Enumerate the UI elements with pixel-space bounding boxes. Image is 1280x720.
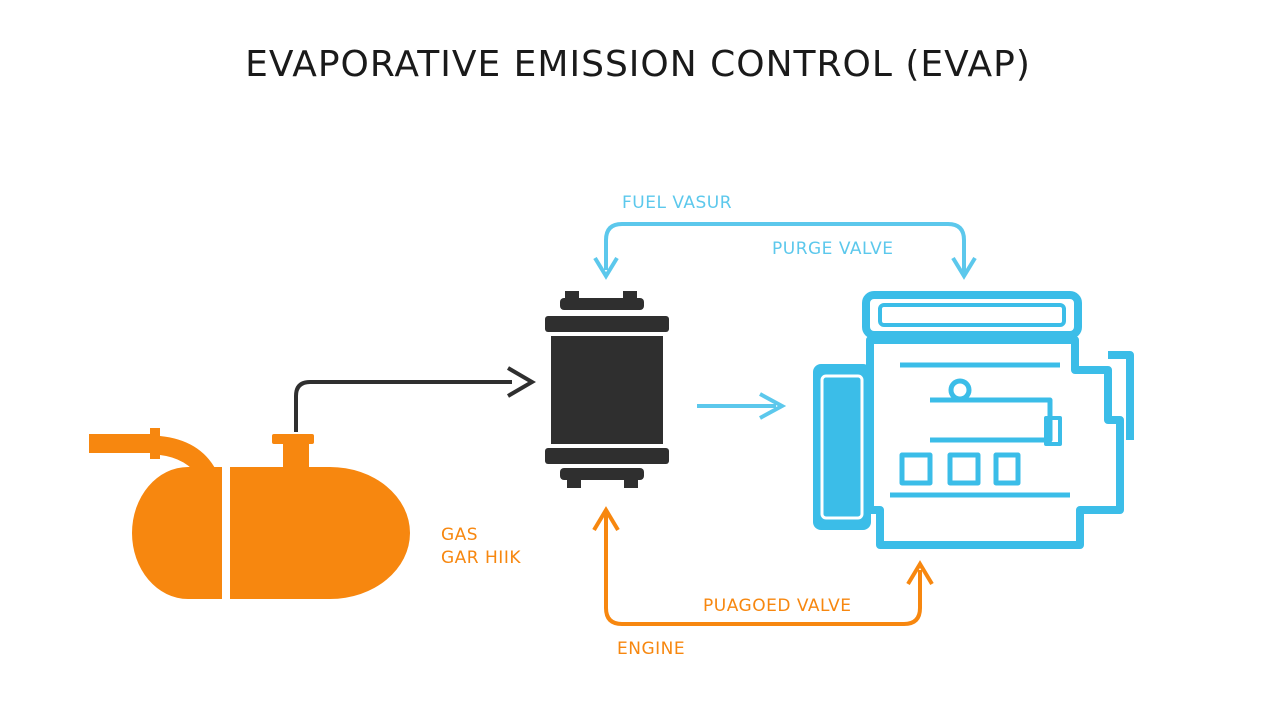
label-engine: ENGINE <box>617 639 685 659</box>
label-gas: GAS <box>441 525 478 545</box>
charcoal-canister-icon <box>545 291 669 488</box>
engine-icon <box>813 291 1134 549</box>
fuel-tank-icon <box>89 428 410 599</box>
tank-to-canister-line <box>294 366 536 432</box>
fuel-vapor-line <box>593 222 977 280</box>
label-fuel-vapor: FUEL VASUR <box>622 193 732 213</box>
canister-to-engine-arrow <box>697 392 787 420</box>
label-purge-valve-bottom: PUAGOED VALVE <box>703 596 851 616</box>
label-purge-valve-top: PURGE VALVE <box>772 239 893 259</box>
purge-return-line <box>592 506 934 626</box>
label-gas-tank: GAR HIIK <box>441 548 521 568</box>
diagram-title: EVAPORATIVE EMISSION CONTROL (EVAP) <box>245 44 1031 85</box>
